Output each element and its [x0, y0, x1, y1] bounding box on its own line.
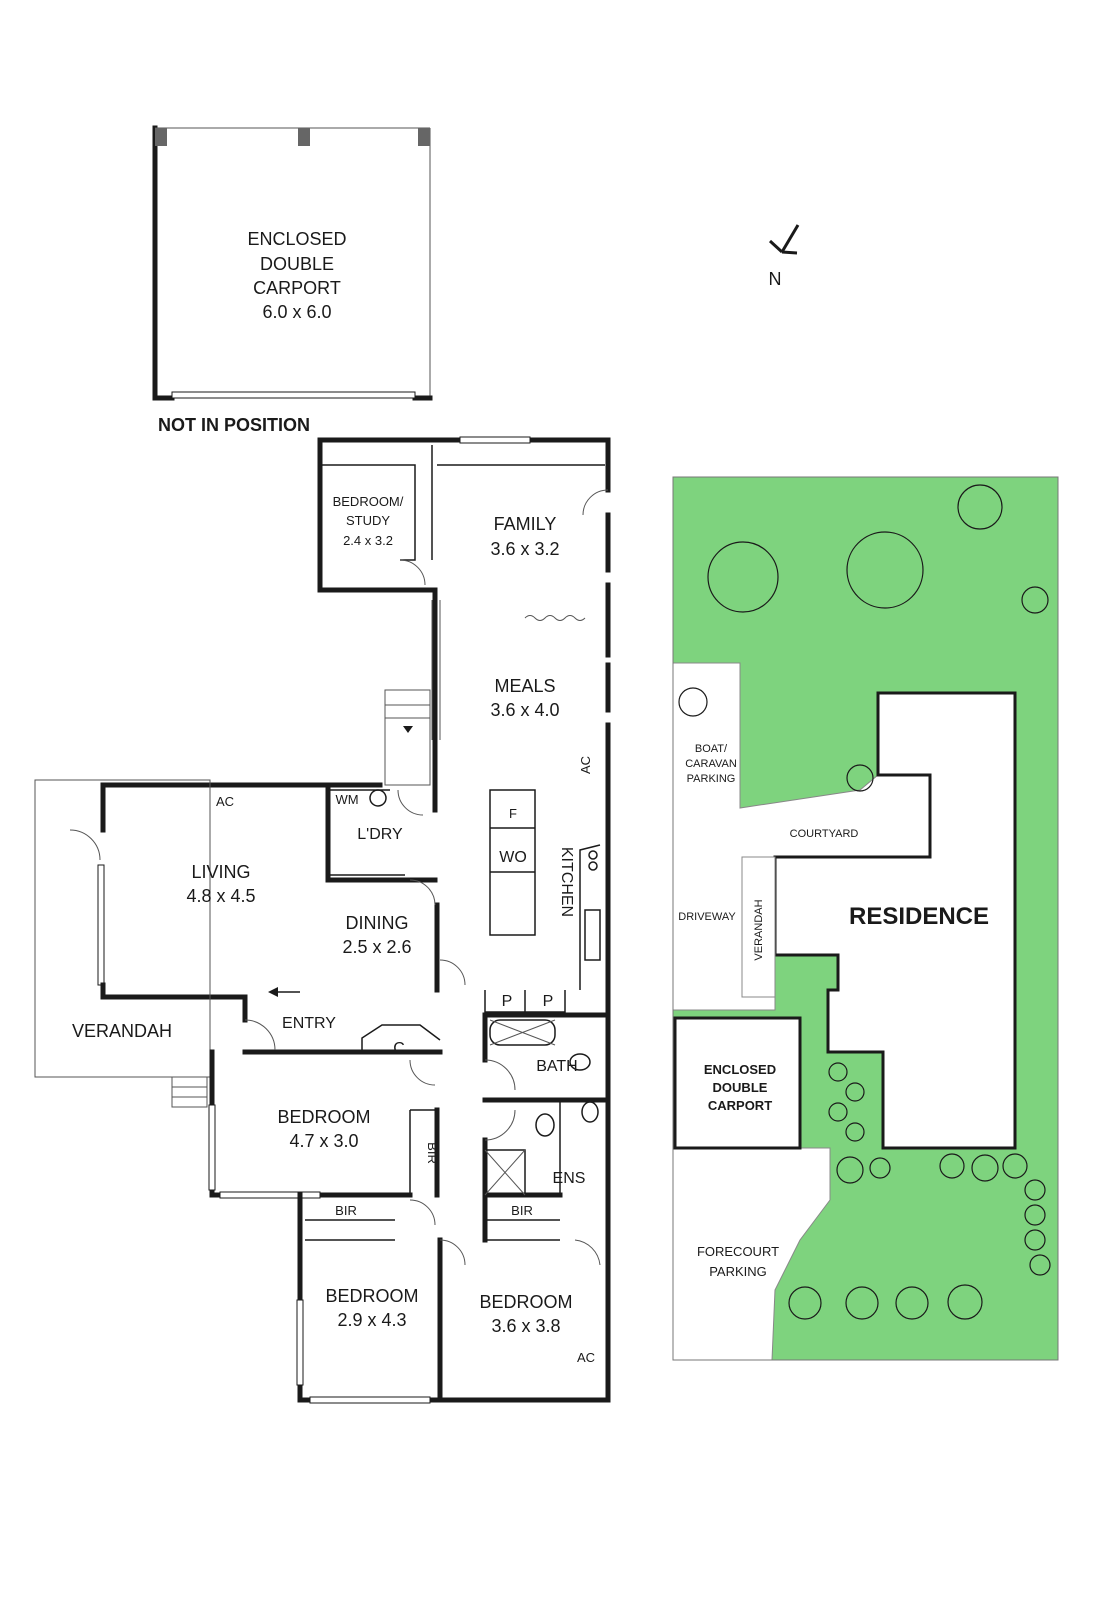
wall-oven-label: WO	[499, 849, 527, 866]
site-carport-label-3: CARPORT	[708, 1098, 772, 1113]
site-carport-label-1: ENCLOSED	[704, 1062, 776, 1077]
dining-label: DINING	[346, 913, 409, 933]
driveway-label: DRIVEWAY	[678, 911, 736, 923]
boat-label-2: CARAVAN	[685, 758, 737, 770]
meals-size: 3.6 x 4.0	[490, 700, 559, 720]
pantry-label-2: P	[543, 993, 554, 1010]
bedroom2-size: 2.9 x 4.3	[337, 1310, 406, 1330]
carport-label-3: CARPORT	[253, 278, 341, 298]
carport-label-2: DOUBLE	[260, 254, 334, 274]
site-verandah-label: VERANDAH	[753, 899, 765, 960]
tree-icons	[678, 484, 1051, 1320]
carport-size: 6.0 x 6.0	[262, 302, 331, 322]
dining-size: 2.5 x 2.6	[342, 937, 411, 957]
bedroom3-size: 3.6 x 3.8	[491, 1316, 560, 1336]
bedroom1-label: BEDROOM	[277, 1107, 370, 1127]
site-carport-label-2: DOUBLE	[713, 1080, 768, 1095]
bedroom-study-label-1: BEDROOM/	[333, 494, 404, 509]
living-size: 4.8 x 4.5	[186, 886, 255, 906]
bedroom-study-label-2: STUDY	[346, 513, 390, 528]
ens-label: ENS	[553, 1170, 586, 1187]
site-plan: RESIDENCE ENCLOSED DOUBLE CARPORT VERAND…	[672, 476, 1059, 1361]
ac-label-bedroom3: AC	[577, 1350, 595, 1365]
pantry-label-1: P	[502, 993, 513, 1010]
kitchen-label: KITCHEN	[558, 847, 575, 917]
courtyard-label: COURTYARD	[790, 828, 859, 840]
room-labels: BEDROOM/ STUDY 2.4 x 3.2 FAMILY 3.6 x 3.…	[72, 494, 595, 1365]
bir-label-2: BIR	[335, 1203, 357, 1218]
living-label: LIVING	[191, 862, 250, 882]
forecourt-label-2: PARKING	[709, 1264, 767, 1279]
bedroom-study-size: 2.4 x 3.2	[343, 533, 393, 548]
family-size: 3.6 x 3.2	[490, 539, 559, 559]
bedroom3-label: BEDROOM	[479, 1292, 572, 1312]
carport-label-1: ENCLOSED	[247, 229, 346, 249]
bath-label: BATH	[536, 1058, 577, 1075]
entry-label: ENTRY	[282, 1015, 336, 1032]
fridge-label: F	[509, 806, 517, 821]
ac-label-meals: AC	[578, 756, 593, 774]
bedroom2-label: BEDROOM	[325, 1286, 418, 1306]
north-label: N	[769, 269, 782, 289]
boat-label-3: PARKING	[687, 773, 736, 785]
laundry-label: L'DRY	[357, 826, 403, 843]
bedroom1-size: 4.7 x 3.0	[289, 1131, 358, 1151]
ac-label-living: AC	[216, 794, 234, 809]
bir-label-3: BIR	[511, 1203, 533, 1218]
cupboard-label: C	[393, 1040, 405, 1057]
family-label: FAMILY	[494, 514, 557, 534]
forecourt-label-1: FORECOURT	[697, 1244, 779, 1259]
house-walls	[34, 436, 611, 1404]
wm-label: WM	[335, 792, 358, 807]
not-in-position-note: NOT IN POSITION	[158, 415, 310, 435]
boat-label-1: BOAT/	[695, 743, 728, 755]
residence-label: RESIDENCE	[849, 903, 989, 930]
carport-detached: ENCLOSED DOUBLE CARPORT 6.0 x 6.0	[152, 125, 433, 401]
bir-label-1: BIR	[425, 1142, 440, 1164]
verandah-label: VERANDAH	[72, 1021, 172, 1041]
north-arrow-icon	[768, 224, 800, 255]
meals-label: MEALS	[494, 676, 555, 696]
